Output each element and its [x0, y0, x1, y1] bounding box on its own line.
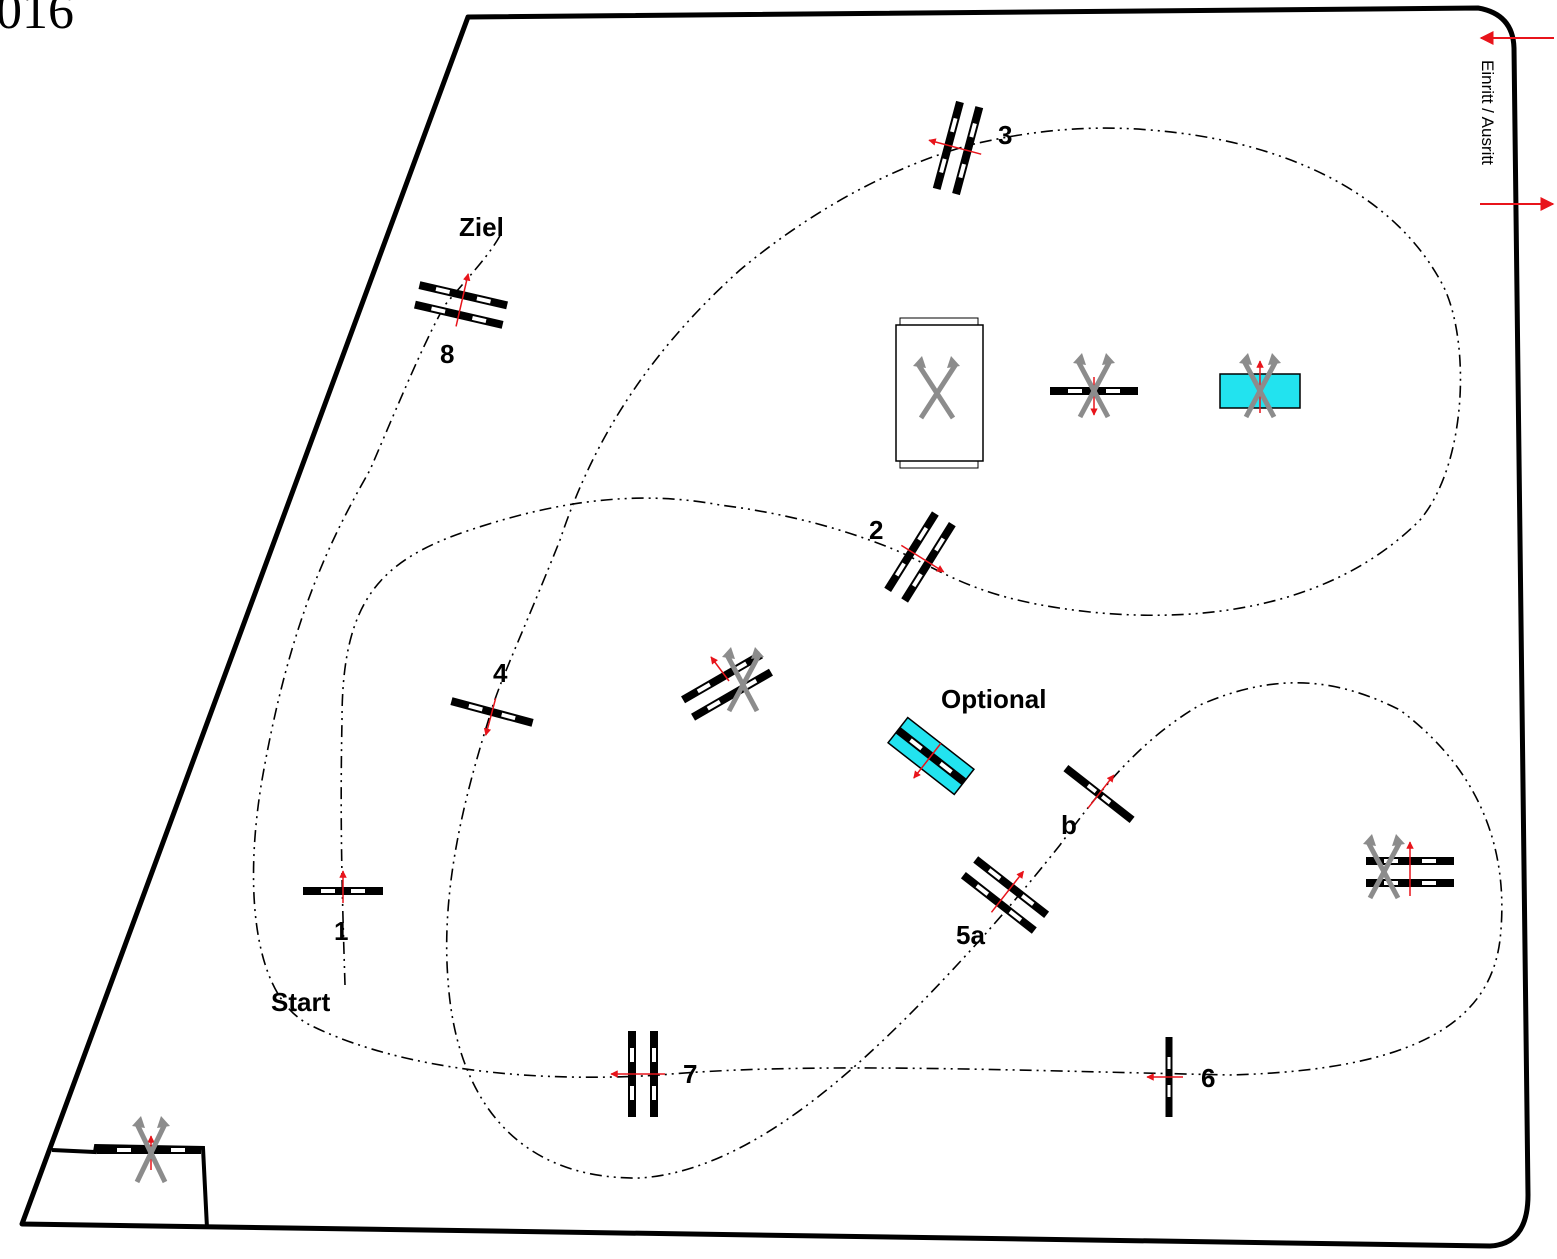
label-obstacle-8: 8: [440, 339, 454, 369]
label-obstacle-4: 4: [493, 658, 508, 688]
optional-water-obstacle: [887, 716, 975, 796]
unused-oxer-center: [681, 651, 773, 721]
year-title: 016: [0, 0, 74, 40]
obstacle-1: [303, 870, 383, 903]
direction-arrow: [1087, 774, 1115, 809]
obstacle-2: [884, 511, 956, 603]
label-obstacle-1: 1: [334, 916, 348, 946]
label-obstacle-5a: 5a: [956, 920, 985, 950]
direction-arrow: [900, 544, 945, 573]
arena-boundary: [19, 5, 1531, 1249]
course-track: [252, 127, 1503, 1179]
obstacle-3: [928, 100, 984, 196]
label-obstacle-2: 2: [869, 515, 883, 545]
corner-enclosure: [51, 1143, 209, 1229]
unused-oxer-right: [1363, 834, 1454, 900]
direction-arrow: [928, 138, 982, 155]
direction-arrow: [455, 273, 471, 327]
unused-oxer-center-mark: [710, 647, 764, 713]
label-optional: Optional: [941, 684, 1046, 714]
obstacle-5b: [1063, 764, 1135, 824]
label-finish: Ziel: [459, 212, 504, 242]
unused-water-obstacle: [1219, 353, 1301, 419]
practice-fence: [97, 1116, 201, 1184]
label-obstacle-5b: b: [1061, 810, 1077, 840]
label-obstacle-7: 7: [683, 1059, 697, 1089]
obstacle-5a: [960, 856, 1050, 934]
entry-exit-label: Einritt / Ausritt: [1478, 60, 1497, 165]
obstacle-7: [610, 1031, 665, 1117]
direction-arrow: [913, 742, 942, 779]
label-obstacle-3: 3: [998, 120, 1012, 150]
label-start: Start: [271, 987, 331, 1017]
entry-exit: Einritt / Ausritt: [1478, 31, 1555, 211]
obstacle-6: [1146, 1037, 1183, 1117]
direction-arrow: [483, 698, 497, 736]
unused-table-obstacle: [895, 317, 984, 469]
unused-vertical-obstacle: [1050, 353, 1138, 419]
obstacle-8: [414, 273, 508, 329]
obstacle-4: [450, 697, 534, 736]
direction-arrow: [990, 870, 1025, 913]
label-obstacle-6: 6: [1201, 1063, 1215, 1093]
